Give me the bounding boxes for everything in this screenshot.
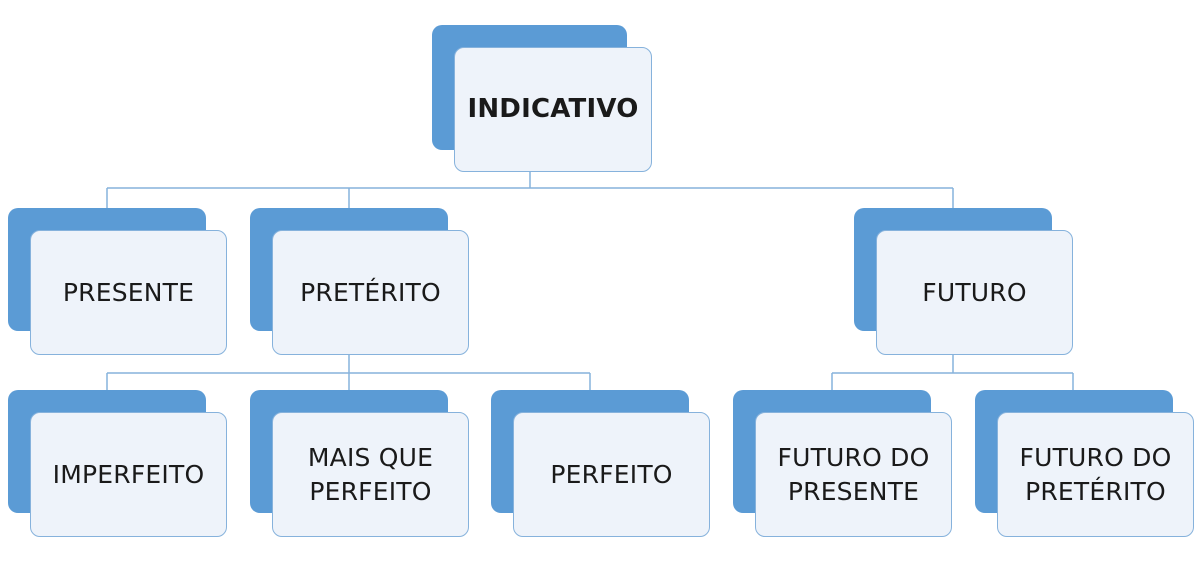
node-label: PERFEITO	[550, 459, 673, 489]
node-label: INDICATIVO	[467, 93, 639, 124]
node-label: PRESENTE	[62, 277, 195, 307]
node-label: FUTURO DO PRESENTE	[777, 442, 930, 506]
node-label: PRETÉRITO	[300, 277, 441, 307]
node-label: FUTURO	[922, 277, 1027, 307]
node-label: FUTURO DO PRETÉRITO	[1019, 442, 1172, 506]
node-label: IMPERFEITO	[52, 459, 205, 489]
node-label: MAIS QUE PERFEITO	[307, 442, 434, 506]
